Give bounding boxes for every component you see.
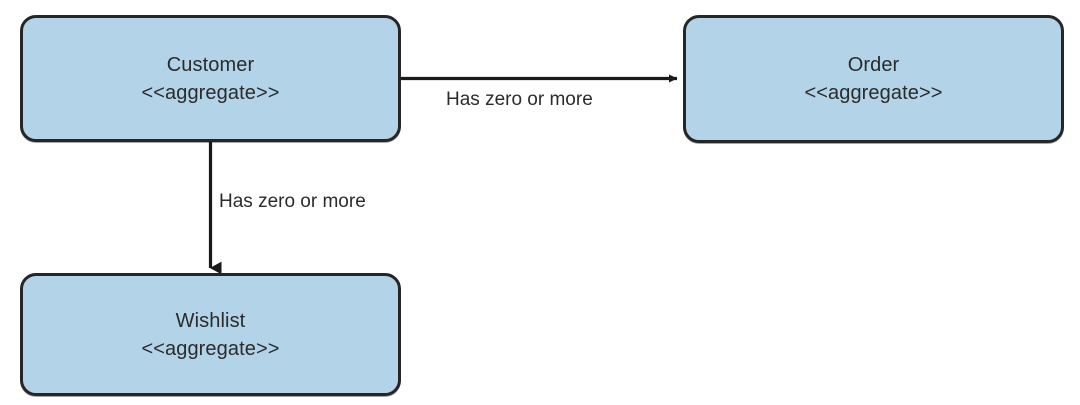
node-wishlist-stereotype: <<aggregate>> [141, 337, 280, 360]
node-wishlist-name: Wishlist [175, 309, 246, 332]
node-customer[interactable]: Customer <<aggregate>> [20, 15, 401, 142]
node-wishlist[interactable]: Wishlist <<aggregate>> [20, 273, 401, 396]
node-customer-name: Customer [166, 53, 255, 76]
node-order-name: Order [847, 54, 900, 76]
edge-label-customer-to-order: Has zero or more [446, 89, 593, 110]
edge-label-customer-to-wishlist: Has zero or more [219, 191, 366, 212]
node-order[interactable]: Order <<aggregate>> [683, 15, 1064, 143]
node-customer-stereotype: <<aggregate>> [141, 81, 280, 104]
node-order-stereotype: <<aggregate>> [804, 82, 943, 104]
